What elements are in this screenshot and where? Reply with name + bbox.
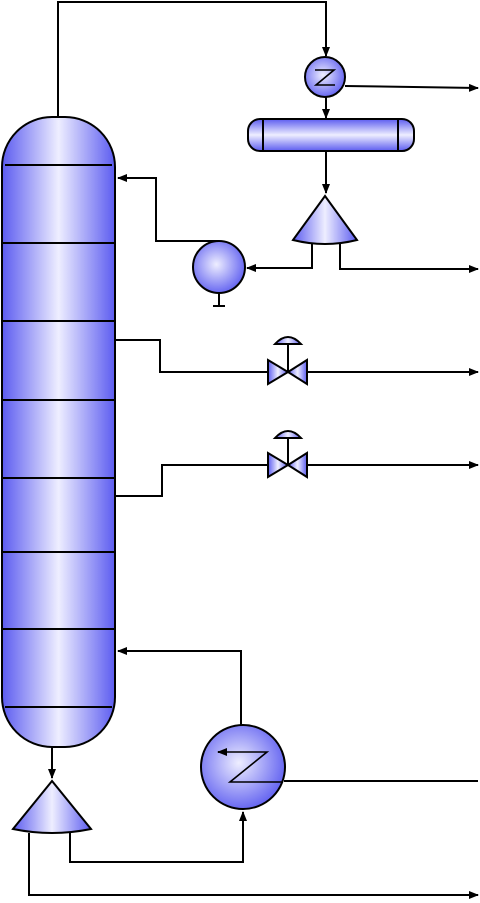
condenser-coil-icon: [313, 69, 337, 86]
overhead-condenser: [304, 56, 346, 98]
distillate-product-outlet: [339, 244, 479, 273]
condenser-vent-outlet: [344, 83, 479, 92]
valve-actuator-icon: [272, 430, 304, 439]
upper-side-draw-line: [115, 339, 268, 373]
lower-side-draw-line: [115, 464, 268, 497]
reboiler-feed-line: [69, 811, 247, 863]
side-draw-valve-upper: [267, 336, 308, 386]
bottoms-product-outlet: [28, 833, 479, 899]
reboiler-coil-icon: [218, 751, 282, 783]
reflux-centrifugal-pump: [192, 240, 246, 307]
column-trays: [3, 164, 114, 708]
distillation-column: [1, 116, 116, 748]
side-draw-valve-lower: [267, 430, 308, 479]
reflux-drum: [247, 118, 415, 152]
reboiler: [200, 724, 286, 810]
pump-transfer-line: [246, 244, 313, 272]
bottoms-pump: [11, 779, 93, 834]
reboiler-return-line: [117, 647, 242, 725]
reflux-return-line: [117, 174, 219, 242]
valve-actuator-icon: [272, 336, 304, 345]
reflux-pump: [291, 194, 359, 245]
overhead-vapor-line: [57, 1, 330, 117]
